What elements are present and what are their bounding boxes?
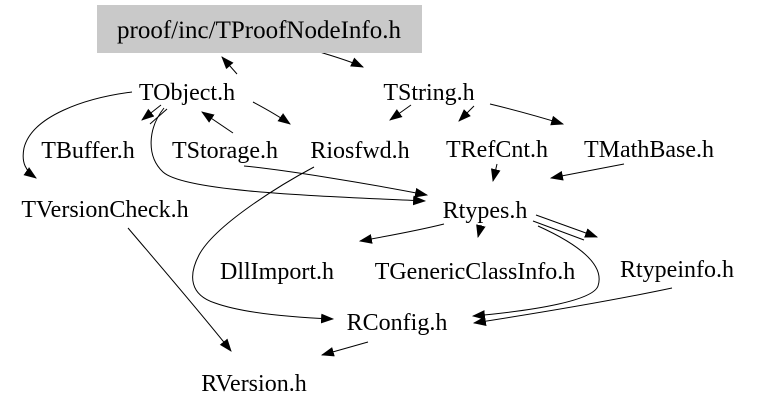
edge-tstring-to-tmathbase (489, 103, 565, 126)
node-riosfwd[interactable]: Riosfwd.h (310, 138, 409, 164)
edges-layer (22, 51, 673, 357)
node-tmathbase[interactable]: TMathBase.h (584, 137, 714, 163)
edge-tversioncheck-to-rversion (127, 227, 232, 352)
edge-tstorage-to-rtypes (243, 165, 429, 198)
edge-rconfig-to-rversion (320, 341, 369, 357)
node-rtypes[interactable]: Rtypes.h (443, 198, 528, 224)
edge-trefcnt-to-rtypes (490, 163, 501, 183)
root-node-box (97, 5, 422, 53)
edge-tobject-to-riosfwd (252, 101, 291, 125)
edge-rtypes-to-rconfig (471, 225, 600, 320)
edge-tstring-to-trefcnt (458, 105, 475, 122)
node-dllimport[interactable]: DllImport.h (220, 259, 334, 285)
edge-rtypes-to-rtypeinfo-aux (532, 220, 585, 241)
root-tproofnodeinfo: proof/inc/TProofNodeInfo.h (117, 17, 401, 44)
node-rtypeinfo[interactable]: Rtypeinfo.h (620, 257, 734, 283)
edge-tobject-to-tbuffer (141, 104, 162, 121)
edge-rtypes-to-dllimport (358, 223, 445, 244)
edge-rtypes-to-rtypeinfo (535, 214, 599, 238)
node-tobject[interactable]: TObject.h (139, 80, 235, 106)
edge-riosfwd-to-rconfig (192, 166, 335, 324)
node-trefcnt[interactable]: TRefCnt.h (446, 137, 548, 163)
edge-tobject-to-root (221, 56, 238, 75)
edge-tstring-to-riosfwd (389, 104, 412, 121)
edge-tstorage-to-tobject (201, 111, 234, 134)
edge-tmathbase-to-rtypes (549, 163, 625, 181)
node-tversioncheck[interactable]: TVersionCheck.h (21, 197, 188, 223)
node-tgenericclassinfo[interactable]: TGenericClassInfo.h (375, 259, 576, 285)
edge-root-to-tstring (319, 51, 364, 68)
node-tstring[interactable]: TString.h (383, 80, 474, 106)
edge-rtypes-to-tgenericclassinfo (476, 224, 486, 239)
edge-rtypeinfo-to-rconfig (472, 287, 673, 326)
node-tstorage[interactable]: TStorage.h (172, 138, 278, 164)
edge-tobject-to-rtypes (150, 107, 427, 206)
edge-tobject-to-tversioncheck (22, 91, 133, 179)
node-tbuffer[interactable]: TBuffer.h (41, 138, 135, 164)
node-rversion[interactable]: RVersion.h (201, 371, 306, 397)
node-rconfig[interactable]: RConfig.h (347, 310, 448, 336)
